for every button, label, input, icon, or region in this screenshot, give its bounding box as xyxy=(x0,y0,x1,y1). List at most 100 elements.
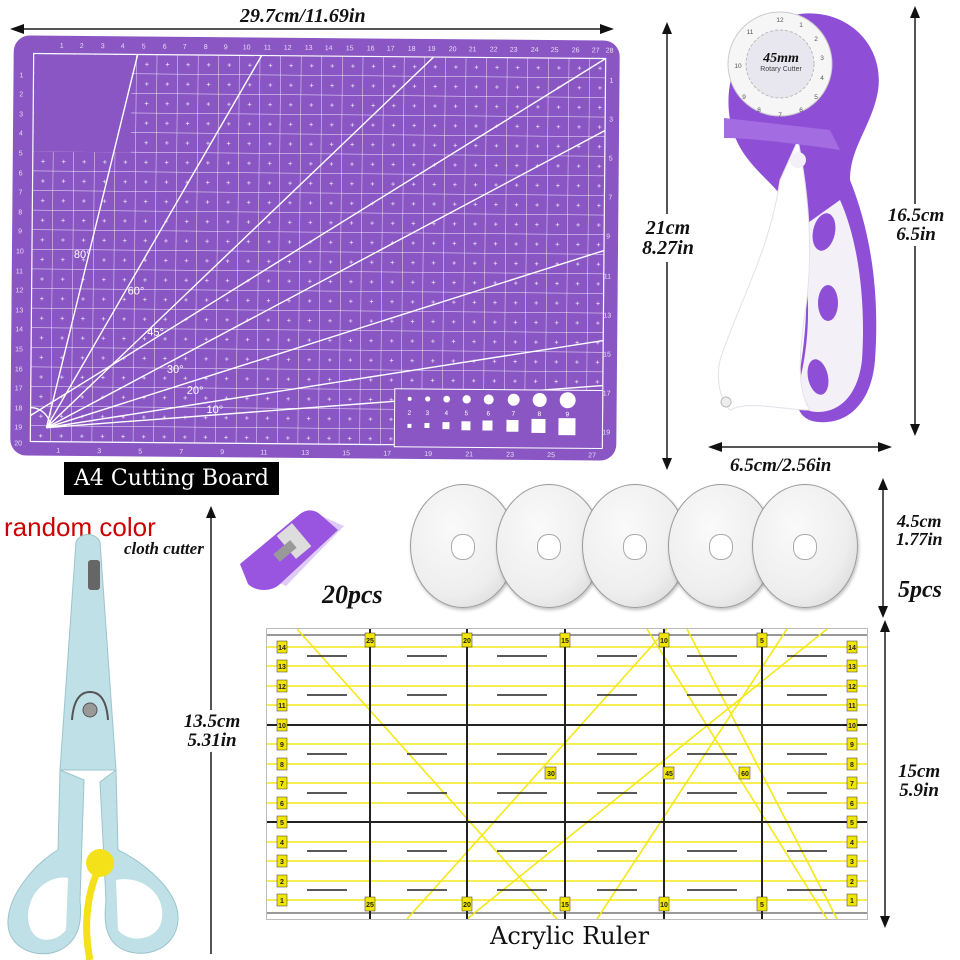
scissors-height-in: 5.31in xyxy=(187,730,237,751)
svg-text:15: 15 xyxy=(603,352,611,359)
svg-text:2: 2 xyxy=(850,879,854,886)
svg-text:13: 13 xyxy=(15,307,23,314)
svg-text:15: 15 xyxy=(342,450,350,457)
svg-text:6: 6 xyxy=(280,801,284,808)
svg-text:8: 8 xyxy=(538,411,542,418)
svg-text:3: 3 xyxy=(19,111,23,118)
arrow-left-icon xyxy=(10,24,24,34)
cutter-height-cm: 16.5cm xyxy=(887,205,945,226)
svg-text:45: 45 xyxy=(665,771,673,778)
ruler-height-cm: 15cm xyxy=(898,761,941,782)
svg-text:9: 9 xyxy=(280,742,284,749)
svg-text:18: 18 xyxy=(408,46,416,53)
svg-text:20: 20 xyxy=(463,638,471,645)
svg-text:3: 3 xyxy=(850,859,854,866)
svg-text:10: 10 xyxy=(734,63,742,70)
svg-text:6: 6 xyxy=(163,44,167,51)
scissors-height-cm: 13.5cm xyxy=(183,711,241,732)
svg-text:30: 30 xyxy=(547,771,555,778)
svg-text:1: 1 xyxy=(56,448,60,455)
ruler-height-labels: 15cm 5.9in xyxy=(898,762,940,800)
svg-text:16: 16 xyxy=(15,366,23,373)
blade-5 xyxy=(752,484,858,608)
svg-text:2: 2 xyxy=(80,43,84,50)
svg-text:13: 13 xyxy=(278,664,286,671)
clip-count-label: 20pcs xyxy=(322,580,383,609)
svg-text:9: 9 xyxy=(850,742,854,749)
svg-text:10: 10 xyxy=(243,44,251,51)
svg-text:19: 19 xyxy=(424,451,432,458)
svg-text:5: 5 xyxy=(609,156,613,163)
svg-text:6: 6 xyxy=(850,801,854,808)
cutter-width-line xyxy=(714,446,886,448)
svg-text:15: 15 xyxy=(561,902,569,909)
svg-text:7: 7 xyxy=(179,449,183,456)
svg-text:23: 23 xyxy=(506,452,514,459)
svg-text:4: 4 xyxy=(850,840,854,847)
svg-text:13: 13 xyxy=(301,450,309,457)
svg-text:4: 4 xyxy=(280,840,284,847)
svg-text:45°: 45° xyxy=(147,327,164,339)
arrow-left-icon xyxy=(708,442,722,452)
svg-text:5: 5 xyxy=(814,94,818,101)
arrow-down-icon xyxy=(878,606,888,618)
svg-text:30°: 30° xyxy=(167,364,184,376)
blade-height-line xyxy=(882,484,884,612)
svg-text:12: 12 xyxy=(776,17,784,24)
svg-text:19: 19 xyxy=(428,46,436,53)
svg-text:7: 7 xyxy=(512,411,516,418)
svg-text:14: 14 xyxy=(848,645,856,652)
svg-text:5: 5 xyxy=(142,43,146,50)
svg-text:9: 9 xyxy=(18,228,22,235)
cutting-board-title: A4 Cutting Board xyxy=(64,462,279,495)
svg-text:25: 25 xyxy=(551,47,559,54)
svg-text:5: 5 xyxy=(760,638,764,645)
svg-text:4: 4 xyxy=(121,43,125,50)
svg-text:10: 10 xyxy=(848,723,856,730)
svg-text:28: 28 xyxy=(606,48,614,55)
svg-text:1: 1 xyxy=(19,72,23,79)
svg-text:80°: 80° xyxy=(74,249,91,261)
ruler-height-in: 5.9in xyxy=(899,780,939,801)
ruler-caption: Acrylic Ruler xyxy=(490,922,650,950)
svg-text:1: 1 xyxy=(280,898,284,905)
blade-size-labels: 4.5cm 1.77in xyxy=(896,512,943,548)
svg-text:24: 24 xyxy=(531,47,539,54)
arrow-right-icon xyxy=(878,442,892,452)
svg-text:3: 3 xyxy=(820,55,824,62)
svg-text:9: 9 xyxy=(742,94,746,101)
svg-text:21: 21 xyxy=(469,46,477,53)
svg-text:1: 1 xyxy=(60,43,64,50)
svg-text:4: 4 xyxy=(445,410,449,417)
blade-hole xyxy=(537,534,561,560)
svg-text:5: 5 xyxy=(280,820,284,827)
rotary-blade-size: 45mm xyxy=(763,51,799,66)
svg-text:10: 10 xyxy=(660,902,668,909)
svg-text:15: 15 xyxy=(15,346,23,353)
svg-text:23: 23 xyxy=(510,47,518,54)
svg-text:2: 2 xyxy=(280,879,284,886)
svg-text:11: 11 xyxy=(16,268,23,275)
arrow-up-icon xyxy=(880,620,890,632)
svg-text:7: 7 xyxy=(850,781,854,788)
cutter-width-label: 6.5cm/2.56in xyxy=(730,455,832,476)
svg-text:7: 7 xyxy=(778,112,782,119)
svg-text:14: 14 xyxy=(278,645,286,652)
svg-text:8: 8 xyxy=(757,107,761,114)
svg-text:5: 5 xyxy=(760,902,764,909)
svg-text:3: 3 xyxy=(101,43,105,50)
svg-text:9: 9 xyxy=(606,234,610,241)
svg-text:25: 25 xyxy=(366,638,374,645)
svg-text:2: 2 xyxy=(814,36,818,43)
arrow-up-icon xyxy=(910,6,920,18)
svg-text:5: 5 xyxy=(850,820,854,827)
svg-text:4: 4 xyxy=(19,130,23,137)
blade-diameter-cm: 4.5cm xyxy=(897,511,942,531)
board-height-in: 8.27in xyxy=(642,237,694,259)
svg-text:12: 12 xyxy=(848,684,856,691)
svg-text:14: 14 xyxy=(325,45,333,52)
svg-text:15: 15 xyxy=(346,45,354,52)
